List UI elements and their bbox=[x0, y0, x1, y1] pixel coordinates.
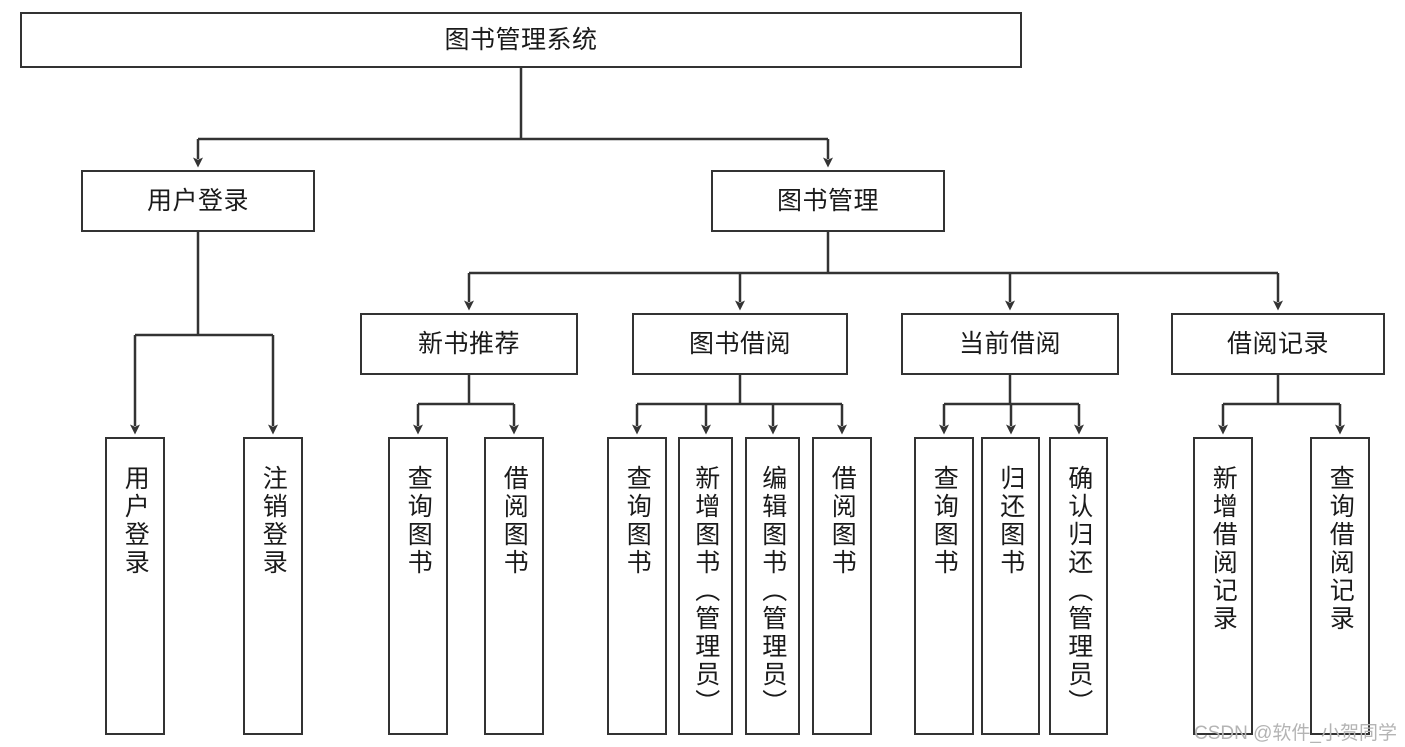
node-leaf5[interactable]: 查询图书 bbox=[607, 437, 667, 735]
node-label: 用户登录 bbox=[146, 186, 249, 215]
node-label: 图书管理 bbox=[776, 186, 879, 215]
node-label: 借阅图书 bbox=[500, 465, 529, 577]
node-label: 借阅记录 bbox=[1226, 329, 1329, 358]
node-leaf3[interactable]: 查询图书 bbox=[388, 437, 448, 735]
node-label: 确认归还（管理员） bbox=[1064, 465, 1093, 717]
node-label: 新增图书（管理员） bbox=[691, 465, 720, 717]
node-label: 图书借阅 bbox=[688, 329, 791, 358]
node-leaf6[interactable]: 新增图书（管理员） bbox=[678, 437, 733, 735]
node-label: 查询图书 bbox=[404, 465, 433, 577]
node-label: 图书管理系统 bbox=[444, 25, 598, 54]
node-leaf8[interactable]: 借阅图书 bbox=[812, 437, 872, 735]
node-records[interactable]: 借阅记录 bbox=[1171, 313, 1385, 375]
node-leaf1[interactable]: 用户登录 bbox=[105, 437, 165, 735]
node-label: 查询图书 bbox=[623, 465, 652, 577]
node-label: 编辑图书（管理员） bbox=[758, 465, 787, 717]
node-login[interactable]: 用户登录 bbox=[81, 170, 315, 232]
node-label: 新增借阅记录 bbox=[1209, 465, 1238, 633]
node-leaf4[interactable]: 借阅图书 bbox=[484, 437, 544, 735]
node-label: 借阅图书 bbox=[828, 465, 857, 577]
node-leaf9[interactable]: 查询图书 bbox=[914, 437, 974, 735]
node-label: 当前借阅 bbox=[958, 329, 1061, 358]
node-bookmgmt[interactable]: 图书管理 bbox=[711, 170, 945, 232]
node-label: 查询图书 bbox=[930, 465, 959, 577]
node-label: 归还图书 bbox=[996, 465, 1025, 577]
node-root[interactable]: 图书管理系统 bbox=[20, 12, 1022, 68]
node-newbook[interactable]: 新书推荐 bbox=[360, 313, 578, 375]
node-label: 查询借阅记录 bbox=[1326, 465, 1355, 633]
node-leaf12[interactable]: 新增借阅记录 bbox=[1193, 437, 1253, 735]
node-label: 用户登录 bbox=[121, 465, 150, 577]
node-leaf7[interactable]: 编辑图书（管理员） bbox=[745, 437, 800, 735]
edge-group bbox=[130, 68, 1345, 435]
node-leaf10[interactable]: 归还图书 bbox=[981, 437, 1040, 735]
node-leaf2[interactable]: 注销登录 bbox=[243, 437, 303, 735]
node-label: 新书推荐 bbox=[417, 329, 520, 358]
node-leaf11[interactable]: 确认归还（管理员） bbox=[1049, 437, 1108, 735]
node-label: 注销登录 bbox=[259, 465, 288, 577]
node-leaf13[interactable]: 查询借阅记录 bbox=[1310, 437, 1370, 735]
node-borrow[interactable]: 图书借阅 bbox=[632, 313, 848, 375]
node-current[interactable]: 当前借阅 bbox=[901, 313, 1119, 375]
